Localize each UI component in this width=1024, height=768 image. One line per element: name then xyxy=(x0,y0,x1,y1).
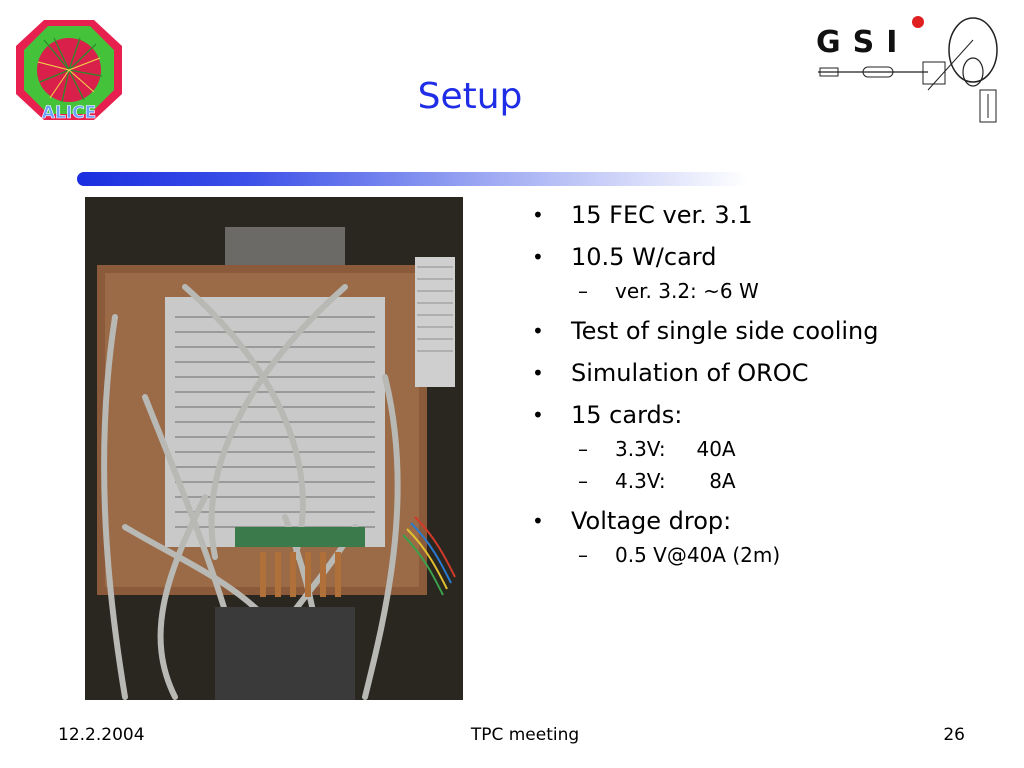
current-value: 40A xyxy=(696,437,736,461)
alice-logo: ALICE xyxy=(16,20,122,122)
slide-title: Setup xyxy=(417,76,523,117)
setup-photo xyxy=(85,197,463,700)
alice-logo-text: ALICE xyxy=(42,103,96,122)
gsi-logo: GSI xyxy=(816,16,998,123)
voltage-label: 3.3V: xyxy=(615,437,666,461)
footer-date: 12.2.2004 xyxy=(58,725,145,745)
bullet-item: 15 cards: xyxy=(528,400,998,430)
slide-number: 26 xyxy=(943,725,965,745)
bullet-item: Test of single side cooling xyxy=(528,316,998,346)
bullet-item: 15 FEC ver. 3.1 xyxy=(528,200,998,230)
gsi-logo-text: GSI xyxy=(816,25,909,60)
current-value: 8A xyxy=(709,469,736,493)
sub-bullet-item: 0.5 V@40A (2m) xyxy=(528,542,998,568)
bullet-list: 15 FEC ver. 3.1 10.5 W/card ver. 3.2: ~6… xyxy=(528,200,998,580)
bullet-item: Voltage drop: xyxy=(528,506,998,536)
title-underline-bar xyxy=(77,172,747,186)
bullet-item: Simulation of OROC xyxy=(528,358,998,388)
bullet-item: 10.5 W/card xyxy=(528,242,998,272)
sub-bullet-item: 4.3V: 8A xyxy=(528,468,998,494)
sub-bullet-item: 3.3V: 40A xyxy=(528,436,998,462)
voltage-label: 4.3V: xyxy=(615,469,666,493)
sub-bullet-item: ver. 3.2: ~6 W xyxy=(528,278,998,304)
footer-title: TPC meeting xyxy=(470,725,580,745)
